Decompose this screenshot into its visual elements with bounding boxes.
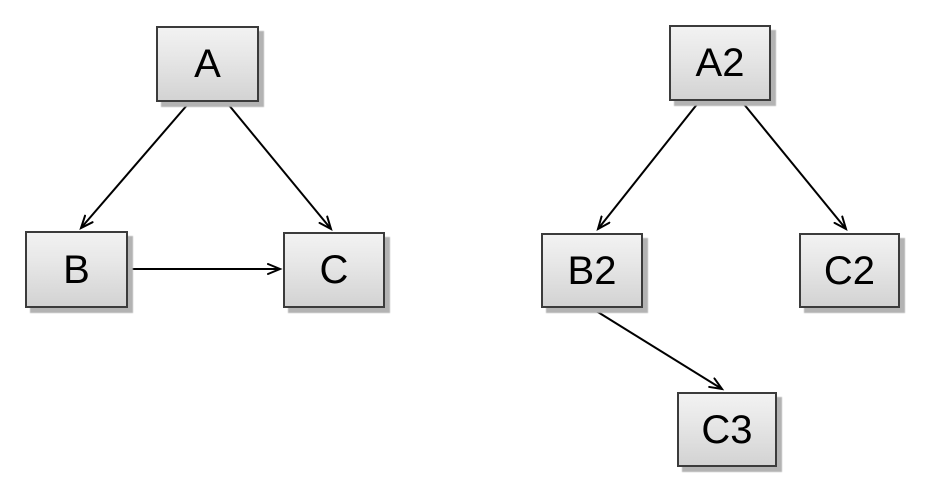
edge-A2-B2[interactable]	[596, 102, 699, 232]
node-label-B2: B2	[567, 248, 617, 293]
node-label-C3: C3	[701, 407, 753, 452]
edge-B2-C3[interactable]	[592, 308, 725, 391]
node-label-A: A	[194, 42, 221, 86]
edge-A2-C2[interactable]	[742, 102, 848, 232]
node-label-C: C	[319, 248, 349, 292]
node-label-A2: A2	[695, 41, 745, 85]
node-B2[interactable]: B2	[541, 233, 643, 308]
edge-A-B[interactable]	[79, 103, 189, 230]
node-A[interactable]: A	[156, 26, 259, 102]
node-A2[interactable]: A2	[669, 25, 771, 101]
node-C2[interactable]: C2	[799, 233, 900, 308]
node-label-C2: C2	[823, 248, 876, 293]
node-label-B: B	[63, 247, 90, 292]
node-C[interactable]: C	[283, 232, 385, 308]
node-B[interactable]: B	[25, 231, 128, 308]
edges-group	[79, 102, 848, 391]
node-C3[interactable]: C3	[677, 392, 777, 467]
edge-A-C[interactable]	[227, 103, 333, 232]
